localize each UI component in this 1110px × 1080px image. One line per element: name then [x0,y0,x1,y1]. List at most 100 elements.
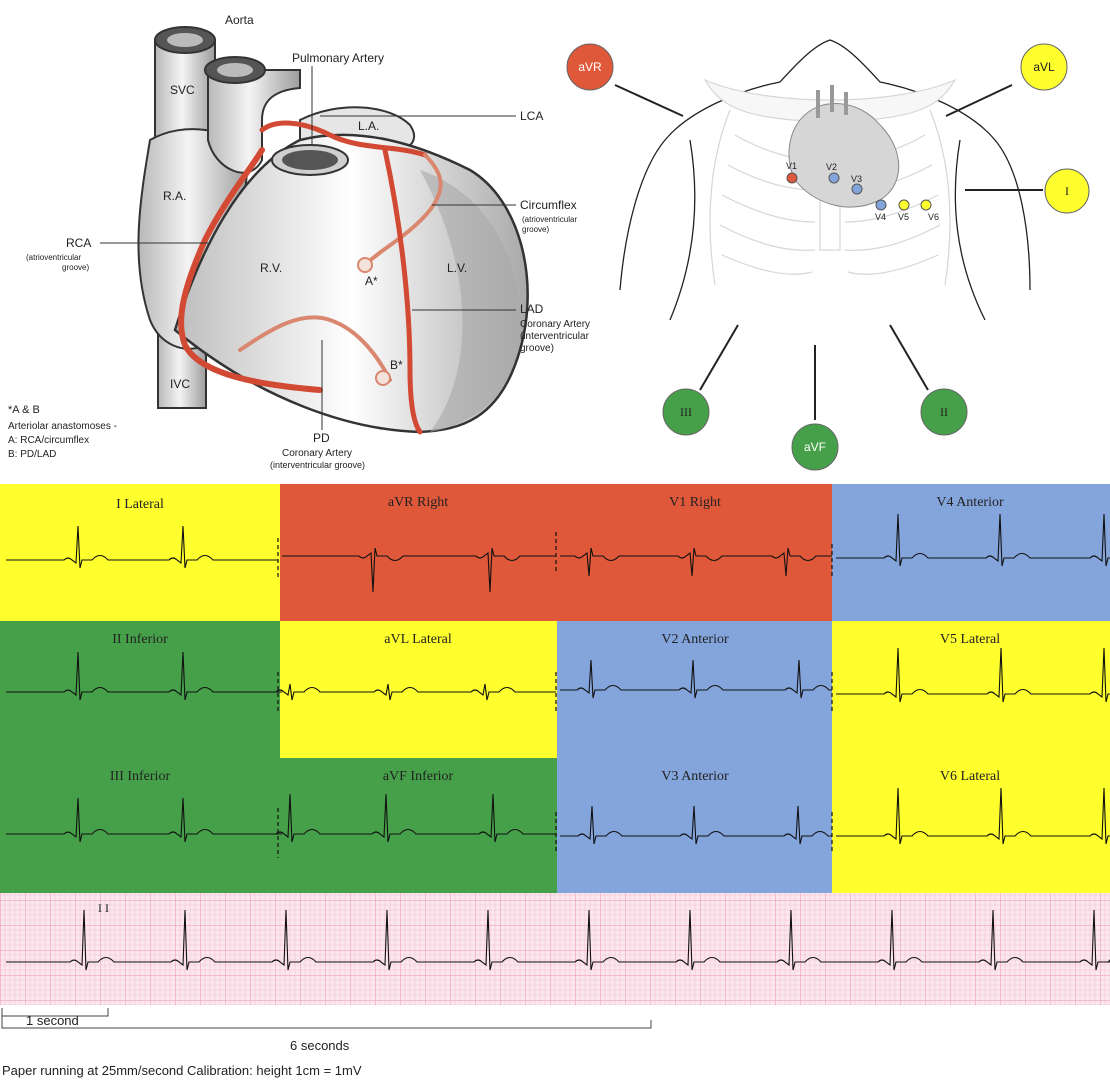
leader-lines [100,66,516,430]
panel-title-v2: V2 Anterior [661,632,729,647]
label-rca: RCA [66,236,91,250]
label-ra: R.A. [163,189,186,203]
trace-lead-v2 [560,659,832,699]
panel-title-v6: V6 Lateral [940,769,1000,784]
panel-title-avf: aVF Inferior [383,769,454,784]
torso-heart-vessels [816,85,848,118]
torso-outline [619,39,1031,291]
label-v2: V2 [826,162,837,172]
pd-artery [238,315,392,382]
label-avr: aVR [578,60,602,74]
panel-title-avr: aVR Right [388,495,448,510]
anastomosis-b-marker [375,370,391,386]
precordial-electrodes [786,172,932,211]
note-title: *A & B [8,404,40,416]
label-pd-sub2: (interventricular groove) [270,460,365,470]
panel-title-ii: II Inferior [112,632,168,647]
trace-lead-v1 [560,547,832,577]
ecg-panels: I Lateral aVR Right V1 Right V4 Anterior… [0,484,1110,893]
panel-v4-bg [832,484,1110,621]
panel-avl-bg [280,621,557,758]
label-ivc: IVC [170,377,190,391]
panel-title-iii: III Inferior [110,769,171,784]
electrode-v3 [851,183,863,195]
time-scale [1,1008,652,1029]
lca-artery [259,120,428,158]
circumflex-artery [363,153,443,267]
label-rv: R.V. [260,261,282,275]
panel-title-i: I Lateral [116,497,164,512]
note-line2: A: RCA/circumflex [8,435,89,446]
aorta-vessel [207,69,301,174]
label-pd: PD [313,431,330,445]
badge-ii [920,388,968,436]
panel-title-v3: V3 Anterior [661,769,729,784]
badge-iii [662,388,710,436]
panel-avf-bg [280,758,557,893]
badge-avl [1020,43,1068,91]
six-seconds-label: 6 seconds [290,1038,350,1053]
electrode-v1 [786,172,798,184]
electrode-v6 [920,199,932,211]
rhythm-strip: I I 1 second 6 seconds Paper running at … [0,893,1110,1078]
limb-lead-badges [566,43,1090,471]
rca-artery [178,147,323,393]
label-lad: LAD [520,302,544,316]
panel-i-bg [0,484,280,621]
label-v6: V6 [928,212,939,222]
label-la: L.A. [358,119,379,133]
label-rca-sub2: groove) [62,263,89,272]
trace-lead-v6 [836,787,1110,845]
panel-v2-v3-bg [557,621,832,893]
label-lca: LCA [520,109,543,123]
panel-title-v5: V5 Lateral [940,632,1000,647]
label-circumflex-sub1: (atrioventricular [522,215,577,224]
badge-avf [791,423,839,471]
lead-separators [277,532,833,858]
rhythm-strip-paper [0,893,1110,1005]
trace-lead-v4 [836,513,1110,567]
trace-lead-i [6,525,278,569]
label-pd-sub1: Coronary Artery [282,448,352,459]
label-v3: V3 [851,174,862,184]
label-lad-sub1: Coronary Artery [520,319,590,330]
torso-side-right [954,139,986,321]
panel-title-v4: V4 Anterior [936,495,1004,510]
trace-lead-iii [6,797,278,843]
panel-v5-v6-bg [832,621,1110,893]
rhythm-strip-trace [6,909,1110,971]
trace-lead-avr [282,547,556,593]
label-lad-sub2: (interventricular [520,331,590,342]
label-avf: aVF [804,440,826,454]
panel-title-avl: aVL Lateral [384,632,452,647]
strip-trace-line [6,909,1110,971]
electrode-v4 [875,199,887,211]
pulmonary-opening-inner [282,150,338,170]
label-pulmonary-artery: Pulmonary Artery [292,51,384,65]
label-ii: II [940,405,948,419]
svc-opening-inner [167,33,203,47]
label-v1: V1 [786,161,797,171]
label-lv: L.V. [447,261,467,275]
rhythm-strip-lead-label: I I [98,901,109,915]
label-rca-sub1: (atrioventricular [26,253,81,262]
label-circumflex-sub2: groove) [522,225,549,234]
label-circumflex: Circumflex [520,198,577,212]
label-avl: aVL [1033,60,1055,74]
trace-lead-avl [274,683,556,701]
label-iii: III [680,405,692,419]
torso-heart [788,103,900,208]
lv-shade [420,170,521,432]
aorta-opening-inner [217,63,253,77]
one-second-label: 1 second [26,1013,79,1028]
label-v5: V5 [898,212,909,222]
calibration-caption: Paper running at 25mm/second Calibration… [2,1063,362,1078]
electrode-v5 [898,199,910,211]
trace-lead-v5 [836,647,1110,703]
electrode-v2 [828,172,840,184]
label-b-star: B* [390,358,403,372]
heart-illustration: Aorta Pulmonary Artery SVC L.A. LCA R.A.… [8,13,590,470]
anastomosis-a-marker [357,257,373,273]
